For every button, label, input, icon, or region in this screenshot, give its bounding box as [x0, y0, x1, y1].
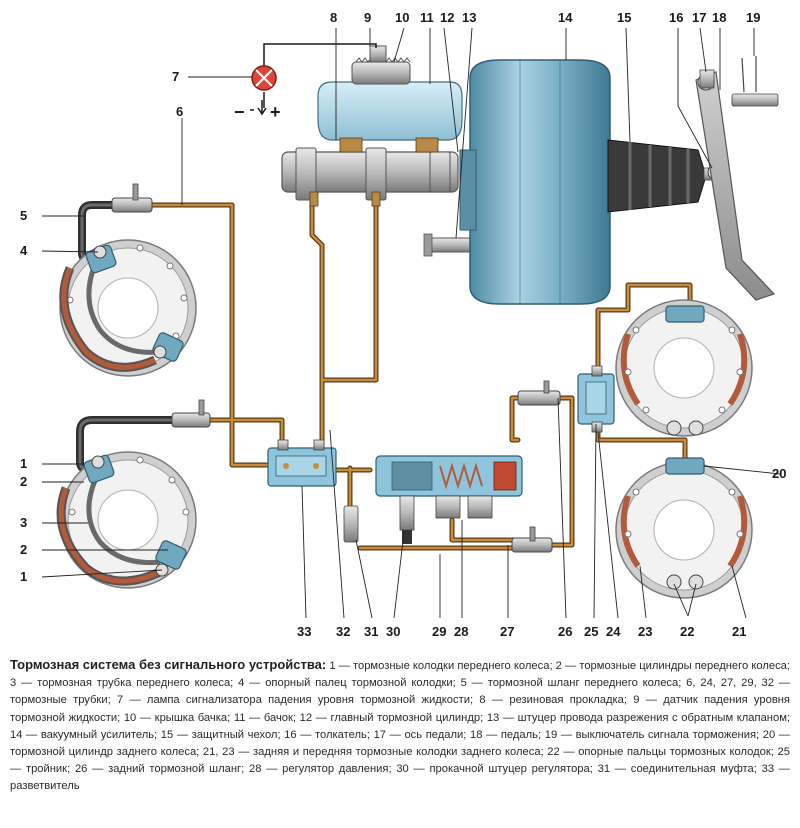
callout-1-upper: 1	[20, 456, 27, 471]
callout-24: 24	[606, 624, 621, 639]
hose-fitting-upper	[111, 183, 153, 213]
callout-20: 20	[772, 466, 786, 481]
hose-fitting-rear	[511, 526, 553, 553]
stop-light-switch	[731, 56, 779, 107]
callout-13: 13	[462, 10, 476, 25]
master-cylinder	[281, 147, 459, 207]
coupling-sleeve	[343, 505, 359, 543]
callout-11: 11	[420, 10, 434, 25]
callout-29: 29	[432, 624, 446, 639]
hose-fitting-rear-upper	[517, 380, 561, 406]
hose-fitting-lower	[171, 399, 211, 428]
callout-21: 21	[732, 624, 746, 639]
lamp-minus-label: −	[234, 102, 245, 122]
vacuum-booster	[459, 59, 611, 305]
callout-8: 8	[330, 10, 337, 25]
callout-32: 32	[336, 624, 350, 639]
pedal-axis	[699, 69, 715, 89]
vacuum-fitting	[423, 233, 473, 257]
rear-wheel-upper	[615, 299, 753, 437]
callout-28: 28	[454, 624, 468, 639]
front-wheel-upper	[59, 239, 197, 377]
callout-3: 3	[20, 515, 27, 530]
pressure-regulator	[375, 455, 523, 544]
callout-12: 12	[440, 10, 454, 25]
callout-14: 14	[558, 10, 573, 25]
caption-title: Тормозная система без сигнального устрой…	[10, 657, 327, 672]
warning-lamp	[251, 65, 277, 91]
callout-27: 27	[500, 624, 514, 639]
callout-15: 15	[617, 10, 631, 25]
tee-fitting	[577, 365, 615, 433]
splitter-block	[267, 439, 337, 487]
callout-10: 10	[395, 10, 409, 25]
callout-33: 33	[297, 624, 311, 639]
ground-arrow	[257, 100, 267, 116]
protective-boot	[607, 139, 707, 213]
callout-19: 19	[746, 10, 760, 25]
fluid-reservoir	[317, 81, 463, 153]
figure-caption: Тормозная система без сигнального устрой…	[10, 656, 790, 796]
callout-2-upper: 2	[20, 474, 27, 489]
callout-31: 31	[364, 624, 378, 639]
rear-wheel-lower	[615, 457, 753, 599]
callout-30: 30	[386, 624, 400, 639]
callout-22: 22	[680, 624, 694, 639]
front-wheel-lower	[56, 451, 197, 589]
callout-labels: 1 2 3 2 1 4 5 6 7 8 9 10 11 12 13 14 15 …	[20, 10, 786, 639]
fluid-level-sensor	[369, 45, 387, 63]
sensor-wiring	[250, 43, 377, 111]
callout-25: 25	[584, 624, 598, 639]
callout-5: 5	[20, 208, 27, 223]
callout-18: 18	[712, 10, 726, 25]
callout-leaders	[41, 27, 781, 619]
callout-2-lower: 2	[20, 542, 27, 557]
callout-16: 16	[669, 10, 683, 25]
brake-system-diagram: − +	[20, 10, 786, 639]
lamp-plus-label: +	[270, 102, 281, 122]
callout-1-lower: 1	[20, 569, 27, 584]
callout-23: 23	[638, 624, 652, 639]
callout-17: 17	[692, 10, 706, 25]
callout-7: 7	[172, 69, 179, 84]
callout-4: 4	[20, 243, 28, 258]
callout-9: 9	[364, 10, 371, 25]
callout-26: 26	[558, 624, 572, 639]
caption-text: 1 — тормозные колодки переднего колеса; …	[10, 660, 791, 793]
callout-6: 6	[176, 104, 183, 119]
